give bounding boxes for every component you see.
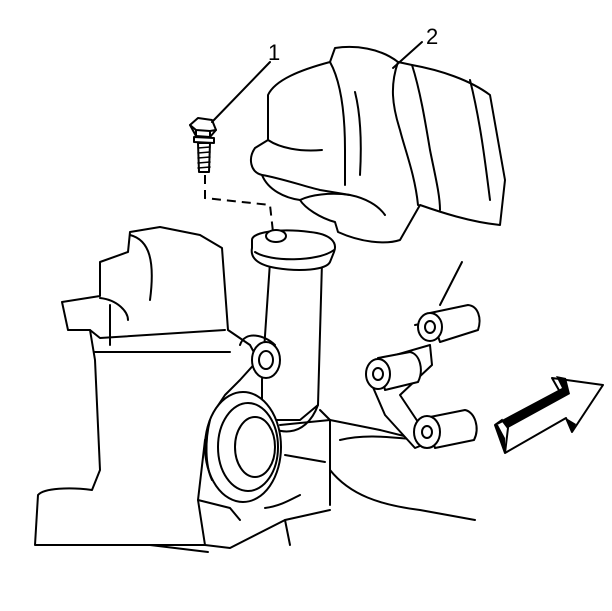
upper-bushing bbox=[417, 304, 481, 343]
callout-1-leader bbox=[211, 61, 271, 123]
mounting-boss bbox=[239, 334, 281, 379]
callout-2-leader bbox=[392, 41, 423, 69]
bolt-install-path bbox=[204, 175, 274, 233]
engine-block-housing bbox=[34, 226, 331, 553]
bracket-with-bushings bbox=[365, 261, 481, 449]
hose-boot-assembly bbox=[249, 45, 506, 244]
lower-bushing bbox=[413, 409, 478, 449]
round-seal-plug bbox=[204, 391, 282, 503]
callout-1-label: 1 bbox=[268, 40, 280, 65]
middle-bushing bbox=[365, 351, 422, 391]
forward-direction-arrow-icon bbox=[494, 376, 604, 454]
coolant-pipe bbox=[250, 229, 336, 433]
callout-2-label: 2 bbox=[426, 24, 438, 49]
bolt-icon bbox=[189, 117, 217, 173]
